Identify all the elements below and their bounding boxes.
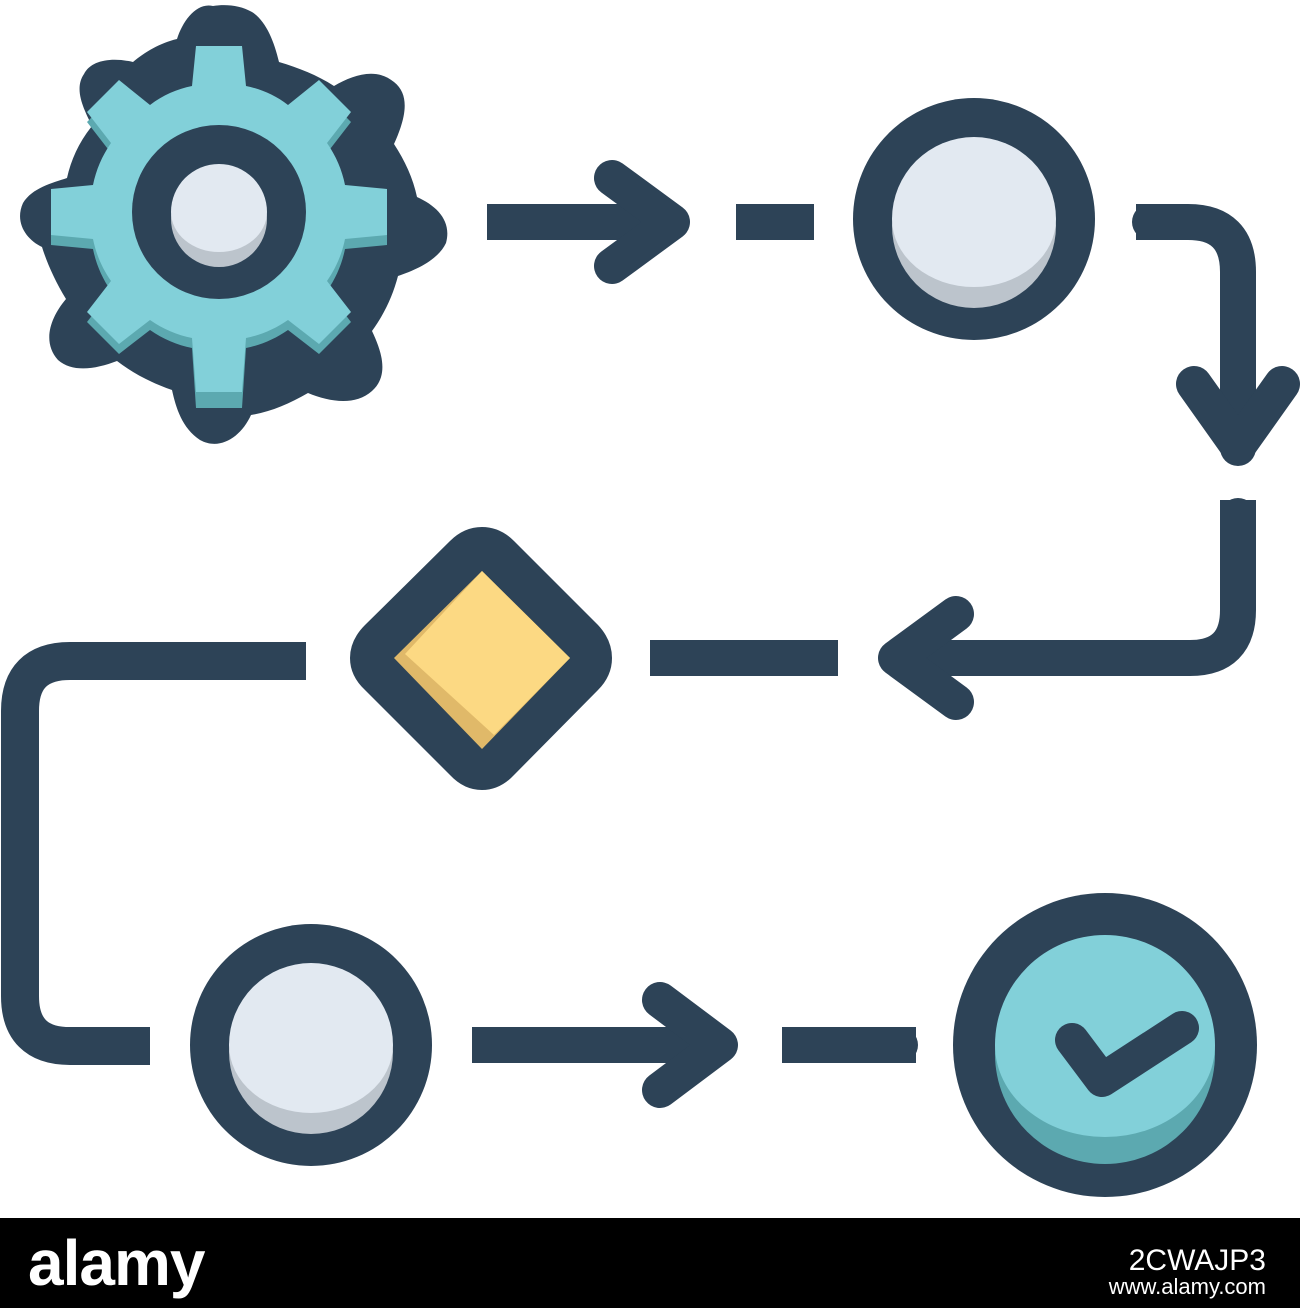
gear-hub (171, 164, 267, 252)
diamond-face (405, 571, 570, 735)
watermark-footer: alamy 2CWAJP3 www.alamy.com (0, 1218, 1300, 1308)
arrow-head (642, 982, 738, 1108)
connector-corner (1, 642, 306, 1065)
dash-cap (782, 1027, 806, 1063)
dash-cap (790, 204, 814, 240)
connector-corner (882, 498, 1256, 676)
checkmark-icon (1055, 1011, 1199, 1097)
dash-cap (472, 1027, 496, 1063)
node-face (892, 137, 1056, 287)
connector-left-loop (1, 642, 306, 1065)
connector-return-left (650, 498, 1256, 720)
brand-logo: alamy (28, 1227, 205, 1299)
arrow-gear-to-node (487, 160, 814, 284)
decision-diamond-icon (350, 527, 612, 790)
dash-cap (894, 1027, 916, 1063)
dash-cap (736, 204, 760, 240)
arrow-head-down (1176, 366, 1300, 464)
dash-cap (814, 640, 838, 676)
workflow-diagram (1, 5, 1300, 1197)
node-face (229, 963, 393, 1113)
check-face (995, 935, 1215, 1137)
arrow-head-left (878, 596, 974, 720)
dash-cap (1136, 204, 1156, 240)
arrow-node-to-check (472, 982, 918, 1108)
arrow-head (594, 160, 690, 284)
site-url-label: www.alamy.com (1108, 1274, 1266, 1299)
dash-cap (487, 204, 511, 240)
process-node-icon (853, 98, 1095, 340)
image-id-label: 2CWAJP3 (1128, 1244, 1266, 1277)
process-node-icon (190, 924, 432, 1166)
dash-cap (1220, 500, 1256, 520)
connector-corner (1132, 204, 1256, 466)
gear-icon (20, 5, 448, 444)
connector-right-down (1132, 204, 1300, 466)
dash-cap (650, 640, 674, 676)
check-circle-icon (953, 893, 1257, 1197)
